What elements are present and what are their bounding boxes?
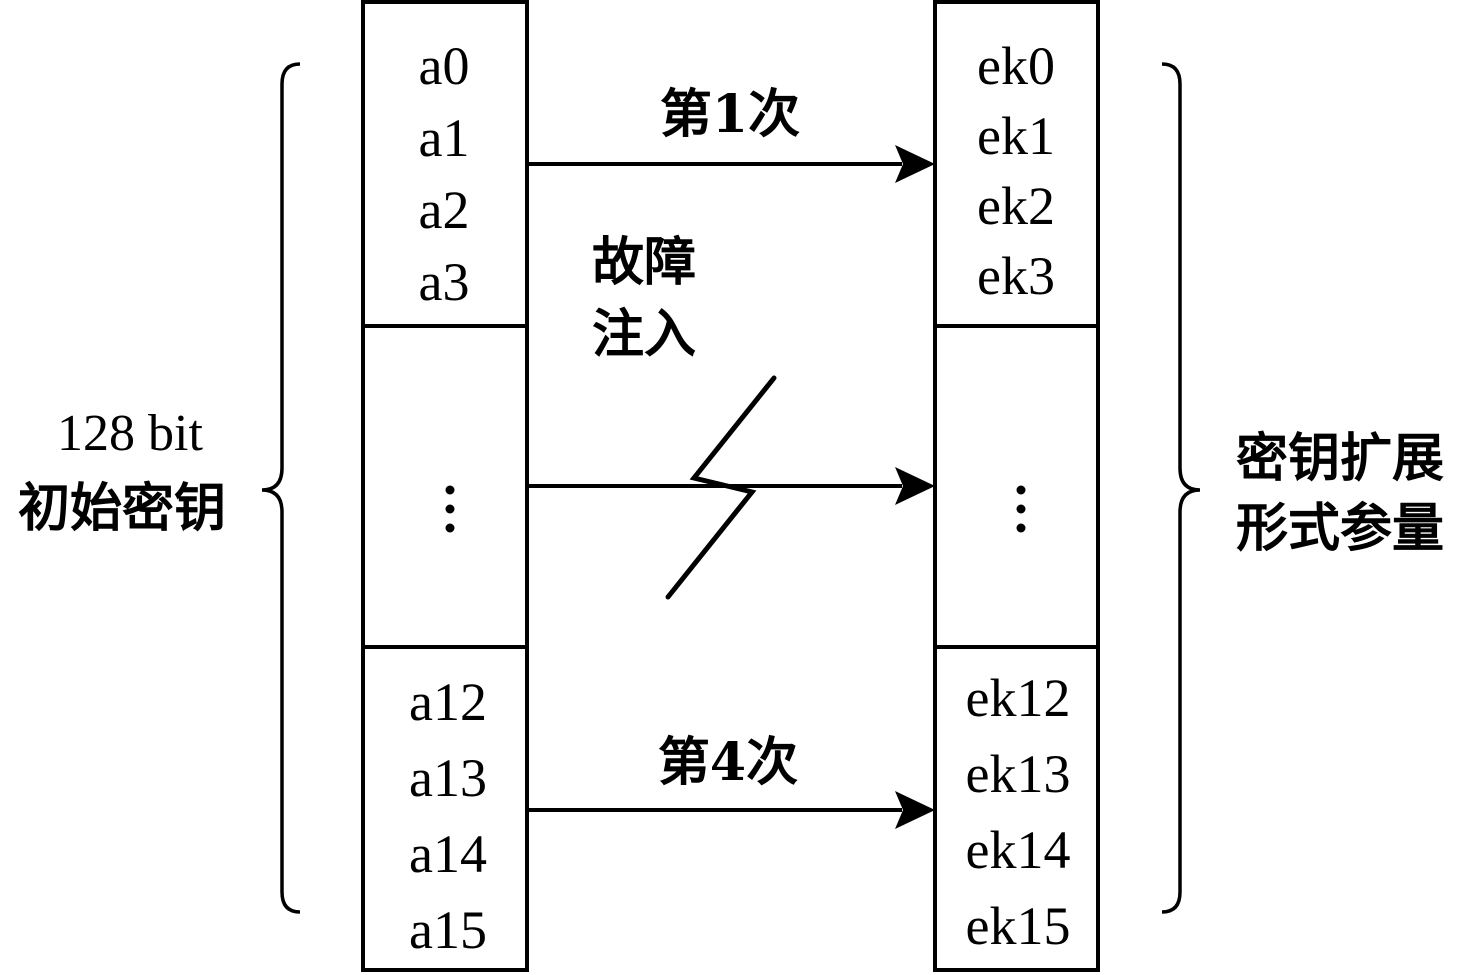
right-label-line2: 形式参量	[1236, 498, 1444, 559]
initial-key-column: a0 a1 a2 a3 a12 a13 a14 a15	[361, 0, 529, 972]
arrow-first-round-label: 第1次	[660, 84, 800, 145]
initial-key-byte: a2	[419, 180, 470, 240]
initial-key-byte: a12	[409, 672, 487, 732]
initial-key-column-frame	[361, 0, 529, 972]
initial-key-ellipsis	[445, 485, 455, 533]
left-label-line1: 128 bit	[57, 405, 203, 462]
expanded-key-word: ek2	[977, 176, 1055, 236]
arrow-middle-round	[527, 467, 935, 505]
initial-key-byte: a0	[419, 36, 470, 96]
expanded-key-word: ek3	[977, 246, 1055, 306]
expanded-key-word: ek12	[966, 668, 1071, 728]
right-label-line1: 密钥扩展	[1236, 428, 1444, 489]
left-label-line2: 初始密钥	[18, 478, 226, 539]
initial-key-byte: a1	[419, 108, 470, 168]
expanded-key-column-frame	[933, 0, 1100, 972]
expanded-key-ellipsis	[1016, 485, 1026, 533]
expanded-key-word: ek13	[966, 744, 1071, 804]
initial-key-byte: a13	[409, 748, 487, 808]
initial-key-byte: a3	[419, 252, 470, 312]
expanded-key-word: ek1	[977, 106, 1055, 166]
initial-key-byte: a15	[409, 900, 487, 960]
arrow-first-round	[527, 145, 935, 183]
expanded-key-word: ek15	[966, 896, 1071, 956]
right-brace	[1161, 62, 1201, 914]
expanded-key-word: ek0	[977, 36, 1055, 96]
expanded-key-word: ek14	[966, 820, 1071, 880]
expanded-key-column: ek0 ek1 ek2 ek3 ek12 ek13 ek14 ek15	[933, 0, 1100, 972]
arrowhead-icon	[895, 145, 935, 183]
initial-key-byte: a14	[409, 824, 487, 884]
left-brace	[261, 62, 301, 914]
arrowhead-icon	[895, 791, 935, 829]
arrowhead-icon	[895, 467, 935, 505]
fault-injection-label-line2: 注入	[592, 304, 696, 365]
arrow-last-round	[527, 791, 935, 829]
lightning-bolt-icon	[665, 375, 777, 600]
arrow-last-round-label: 第4次	[658, 732, 798, 793]
fault-injection-label-line1: 故障	[592, 232, 696, 293]
